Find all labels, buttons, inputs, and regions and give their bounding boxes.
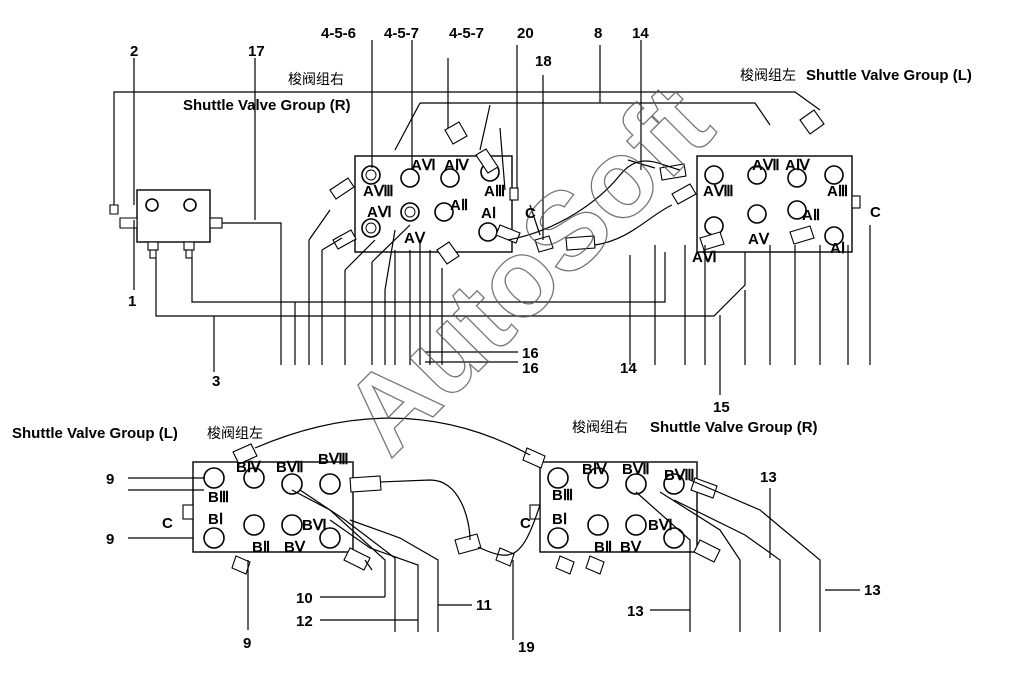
- port-r-avi-low: AⅥ: [367, 204, 392, 221]
- top-l-ports: [704, 165, 861, 246]
- callout-2: 2: [130, 43, 138, 60]
- callout-13-b: 13: [864, 582, 881, 599]
- port-br-bvii: BⅦ: [622, 461, 650, 478]
- port-br-biv: BⅣ: [582, 461, 608, 478]
- bottom-lines: [128, 417, 860, 640]
- port-l-ai: AⅠ: [830, 240, 845, 257]
- bottom-group-r-cn-label: 梭阀组右: [572, 419, 628, 436]
- port-br-bviii: BⅧ: [664, 467, 695, 484]
- callout-20: 20: [517, 25, 534, 42]
- top-fittings: [329, 109, 825, 265]
- callout-4-5-7-a: 4-5-7: [384, 25, 419, 42]
- callout-4-5-6: 4-5-6: [321, 25, 356, 42]
- callout-1: 1: [128, 293, 136, 310]
- callout-15: 15: [713, 399, 730, 416]
- port-bl-bviii: BⅧ: [318, 451, 349, 468]
- callout-9-b: 9: [106, 531, 114, 548]
- callout-17: 17: [248, 43, 265, 60]
- port-l-av: AⅤ: [748, 231, 770, 248]
- top-r-ports: [361, 162, 519, 242]
- watermark: AutoSoft: [320, 62, 735, 477]
- callout-16-b: 16: [522, 360, 539, 377]
- port-r-c: C: [525, 205, 536, 222]
- port-bl-bv: BⅤ: [284, 539, 306, 556]
- port-l-aii: AⅡ: [802, 207, 820, 224]
- port-bl-biii: BⅢ: [208, 489, 229, 506]
- port-r-aiv: AⅣ: [444, 157, 470, 174]
- port-br-bi: BⅠ: [552, 511, 567, 528]
- callout-16-a: 16: [522, 345, 539, 362]
- group-l-cn-label: 梭阀组左: [740, 67, 796, 84]
- bottom-l-ports: [182, 467, 341, 549]
- port-br-bii: BⅡ: [594, 539, 612, 556]
- port-l-aiv: AⅣ: [785, 157, 811, 174]
- port-br-biii: BⅢ: [552, 487, 573, 504]
- port-r-av: AⅤ: [404, 230, 426, 247]
- group-r-en-label: Shuttle Valve Group (R): [183, 97, 351, 114]
- bottom-r-ports: [529, 467, 685, 549]
- callout-9-a: 9: [106, 471, 114, 488]
- callout-3: 3: [212, 373, 220, 390]
- callout-14-bottom: 14: [620, 360, 637, 377]
- callout-10: 10: [296, 590, 313, 607]
- port-bl-bvi: BⅥ: [302, 517, 327, 534]
- callout-13-c: 13: [627, 603, 644, 620]
- port-l-avii: AⅦ: [752, 157, 780, 174]
- port-r-aiii: AⅢ: [484, 183, 505, 200]
- distributor-block: [109, 189, 223, 259]
- port-l-avi: AⅥ: [692, 249, 717, 266]
- callout-12: 12: [296, 613, 313, 630]
- group-r-cn-label: 梭阀组右: [288, 71, 344, 88]
- callout-19: 19: [518, 639, 535, 656]
- port-l-aiii: AⅢ: [827, 183, 848, 200]
- port-bl-bii: BⅡ: [252, 539, 270, 556]
- port-bl-bvii: BⅦ: [276, 459, 304, 476]
- callout-18: 18: [535, 53, 552, 70]
- port-br-bv: BⅤ: [620, 539, 642, 556]
- port-br-bvi: BⅥ: [648, 517, 673, 534]
- port-bl-c: C: [162, 515, 173, 532]
- callout-4-5-7-b: 4-5-7: [449, 25, 484, 42]
- callout-13-a: 13: [760, 469, 777, 486]
- callout-9-c: 9: [243, 635, 251, 652]
- bottom-group-l-cn-label: 梭阀组左: [207, 425, 263, 442]
- group-l-en-label: Shuttle Valve Group (L): [806, 67, 972, 84]
- top-lines: [113, 40, 871, 395]
- port-r-aii: AⅡ: [450, 197, 468, 214]
- port-bl-bi: BⅠ: [208, 511, 223, 528]
- callout-8: 8: [594, 25, 602, 42]
- callout-14-top: 14: [632, 25, 649, 42]
- port-r-ai: AⅠ: [481, 205, 496, 222]
- port-r-aviii: AⅧ: [363, 183, 394, 200]
- port-l-c: C: [870, 204, 881, 221]
- bottom-group-l-en-label: Shuttle Valve Group (L): [12, 425, 178, 442]
- port-l-aviii: AⅧ: [703, 183, 734, 200]
- callout-11: 11: [476, 597, 492, 614]
- port-bl-biv: BⅣ: [236, 459, 262, 476]
- port-br-c: C: [520, 515, 531, 532]
- bottom-group-r-en-label: Shuttle Valve Group (R): [650, 419, 818, 436]
- port-r-avi-top: AⅥ: [411, 157, 436, 174]
- bottom-fittings: [231, 443, 721, 575]
